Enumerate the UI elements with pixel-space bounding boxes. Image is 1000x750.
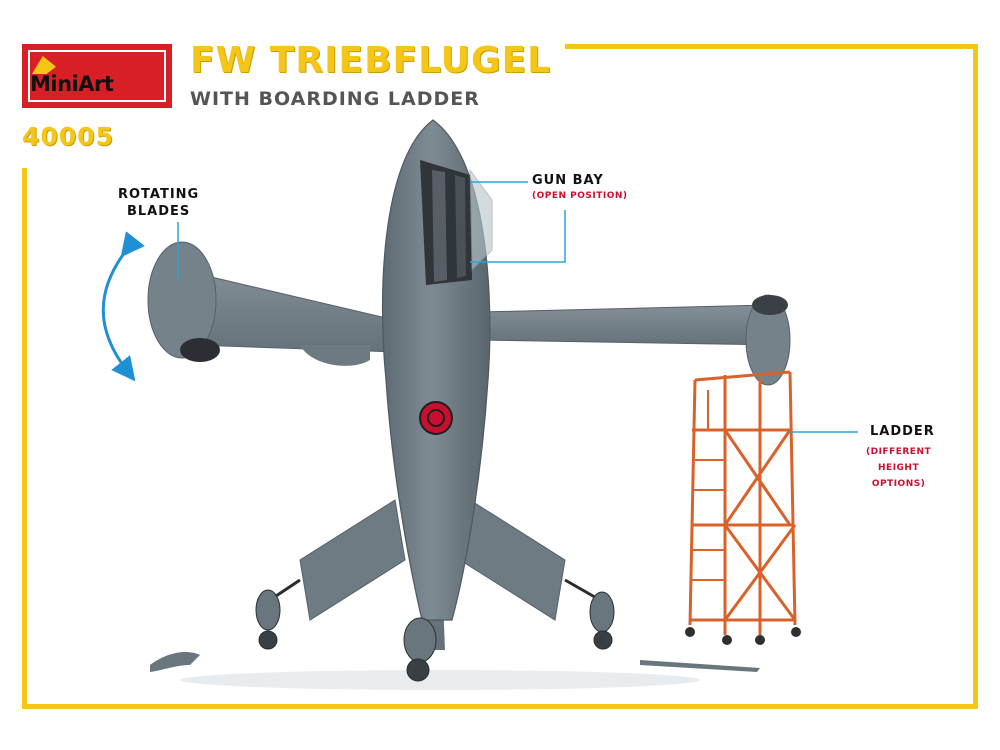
- landing-gear: [255, 578, 615, 682]
- gun-bay-note: (OPEN POSITION): [532, 191, 628, 201]
- miniart-logo: MiniArt: [22, 44, 172, 108]
- ladder-note-line-2: HEIGHT: [878, 463, 920, 473]
- gun-bay-label: GUN BAY: [532, 173, 604, 188]
- loose-panel-left: [150, 652, 200, 672]
- product-subtitle: WITH BOARDING LADDER: [190, 88, 480, 110]
- frame-left-border: [22, 168, 27, 709]
- roundel-emblem: [419, 401, 453, 435]
- ladder-note: (DIFFERENT HEIGHT OPTIONS): [866, 444, 931, 492]
- rotating-blades-line-2: BLADES: [126, 204, 191, 219]
- rotation-arrow: [101, 231, 145, 382]
- gun-bay: [420, 160, 493, 285]
- rotating-blades-line-1: ROTATING: [118, 187, 200, 202]
- frame-right-border: [973, 44, 978, 709]
- ladder-note-line-3: OPTIONS): [871, 479, 926, 489]
- loose-panel-right: [640, 660, 760, 672]
- right-rotor-blade: [479, 294, 791, 386]
- boarding-ladder: [688, 370, 797, 635]
- callout-lines: [177, 181, 858, 433]
- product-title: FW TRIEBFLUGEL: [190, 40, 552, 81]
- product-code: 40005: [22, 122, 114, 151]
- ladder-label: LADDER: [870, 424, 935, 439]
- rotating-blades-label: ROTATING BLADES: [118, 186, 199, 220]
- ladder-wheels: [685, 627, 801, 645]
- frame-bottom-border: [22, 704, 978, 709]
- ground-shadow: [180, 670, 700, 690]
- frame-top-border: [565, 44, 978, 49]
- ladder-note-line-1: (DIFFERENT: [866, 447, 932, 457]
- logo-text: MiniArt: [30, 72, 114, 96]
- logo-border: [28, 50, 166, 102]
- left-rotor-blade: [147, 241, 396, 366]
